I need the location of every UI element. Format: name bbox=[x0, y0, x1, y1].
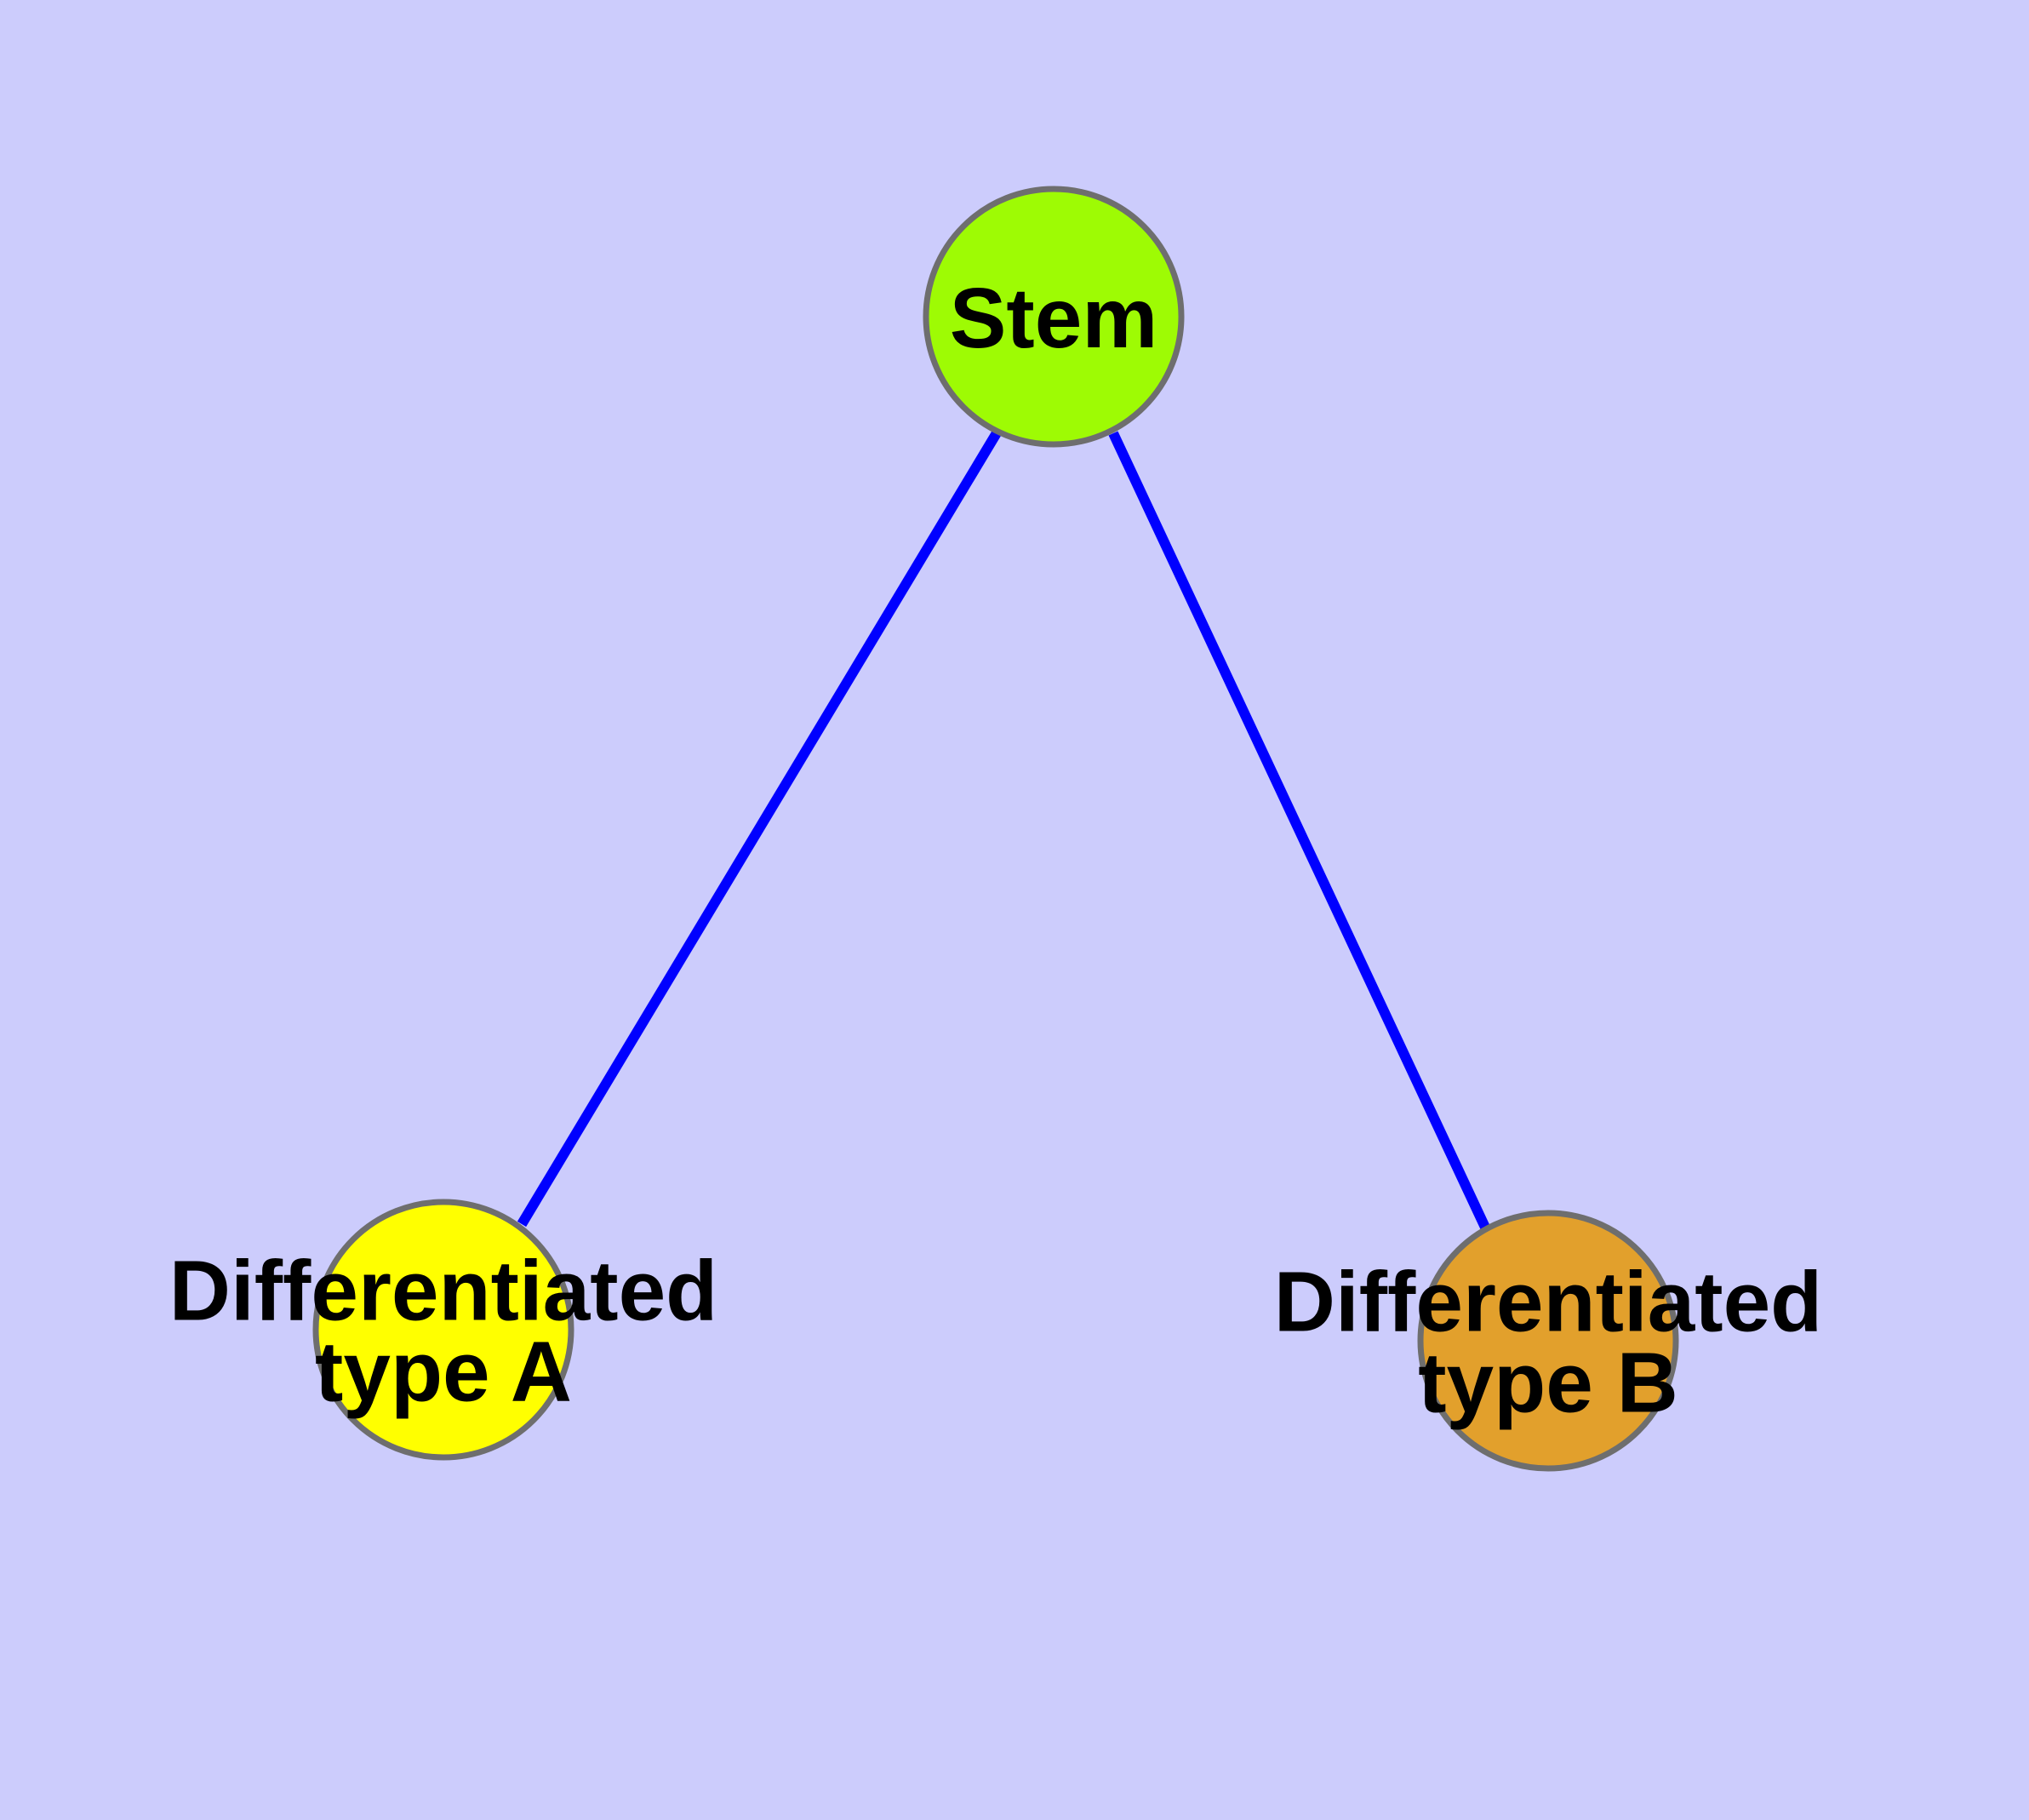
node-stem-circle[interactable] bbox=[923, 186, 1185, 448]
edge-stem-to-diff-b[interactable] bbox=[1108, 431, 1492, 1233]
node-stem-label: Stem bbox=[950, 271, 1158, 366]
node-stem[interactable]: Stem bbox=[923, 186, 1185, 448]
node-differentiated-type-a-circle[interactable] bbox=[312, 1199, 574, 1461]
node-differentiated-type-b-circle[interactable] bbox=[1417, 1210, 1679, 1472]
edge-layer bbox=[517, 428, 1492, 1233]
edge-stem-to-diff-a[interactable] bbox=[517, 428, 1003, 1228]
